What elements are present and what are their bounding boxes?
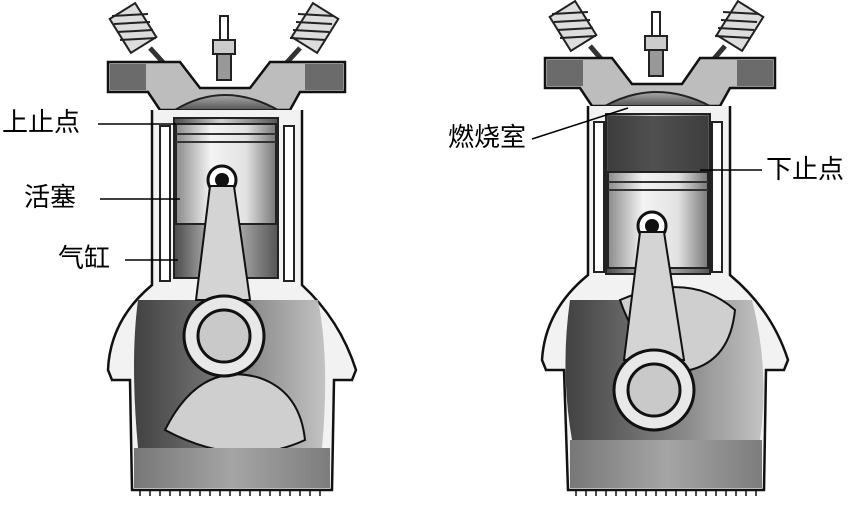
label-cylinder: 气缸 xyxy=(58,244,111,274)
label-piston: 活塞 xyxy=(24,183,77,213)
left-intake-valve-spring xyxy=(108,1,158,55)
left-exhaust-valve-spring xyxy=(289,1,340,55)
right-intake-valve-spring xyxy=(548,0,598,53)
label-tdc: 上止点 xyxy=(2,108,81,138)
left-cylinder-head xyxy=(106,60,347,112)
right-cylinder-head xyxy=(543,56,777,108)
right-spark-plug xyxy=(644,11,668,77)
right-exhaust-valve-spring xyxy=(714,0,765,53)
right-connecting-rod xyxy=(622,231,686,361)
label-bdc: 下止点 xyxy=(766,155,845,185)
left-engine xyxy=(106,1,358,496)
left-spark-plug xyxy=(212,15,236,81)
left-oil-sump xyxy=(134,448,330,488)
label-combustion-chamber: 燃烧室 xyxy=(448,123,527,153)
left-connecting-rod xyxy=(194,185,252,301)
right-oil-sump xyxy=(570,440,762,488)
right-engine xyxy=(540,0,790,496)
combustion-leader xyxy=(531,107,629,140)
